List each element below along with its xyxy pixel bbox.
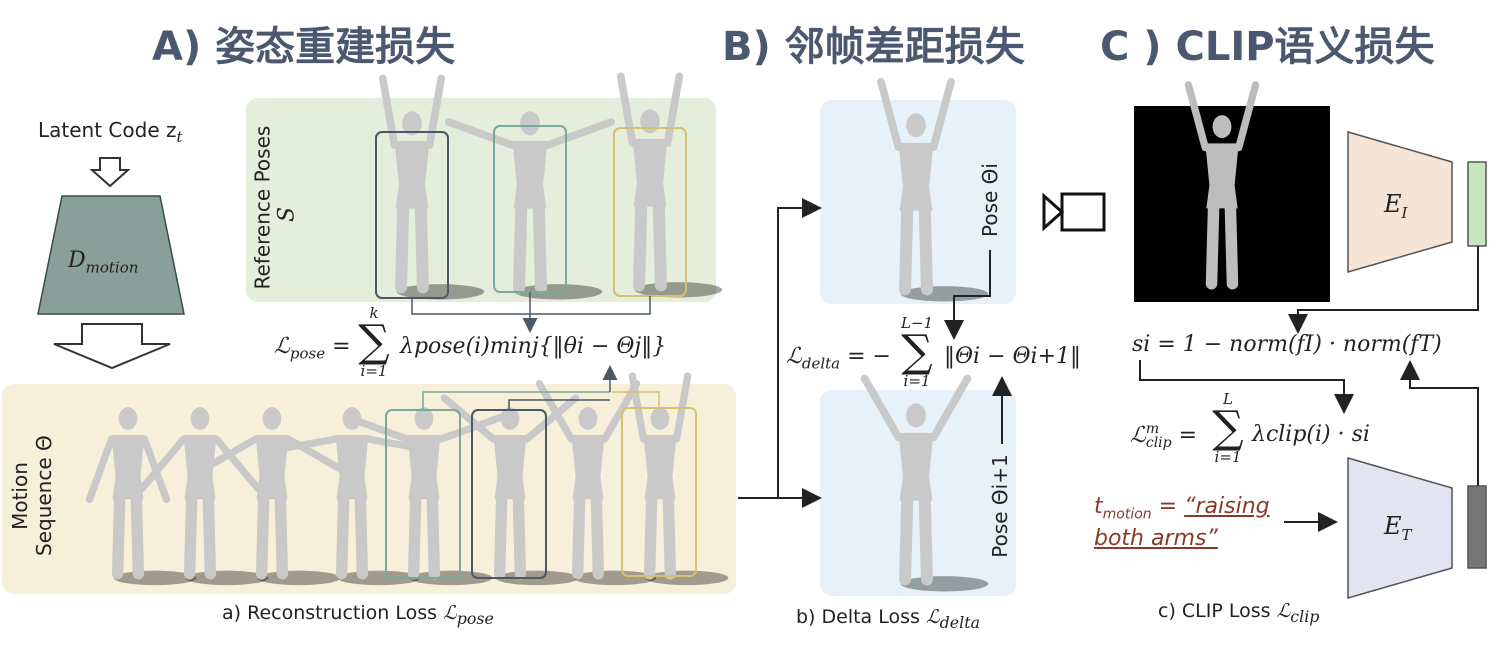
camera-icon xyxy=(1042,192,1106,232)
motion-figure-3 xyxy=(196,407,348,586)
decoder-trapezoid xyxy=(37,195,185,315)
delta-figure-i xyxy=(877,77,989,302)
latent-down-arrow-icon xyxy=(89,157,131,188)
human-figures xyxy=(85,72,989,592)
caption-clip-loss: c) CLIP Loss ℒclip xyxy=(1158,600,1320,626)
motion-figure-5 xyxy=(343,407,505,586)
clip-loss-rhs: λclip(i) · si xyxy=(1252,422,1370,447)
text-prompt: tmotion = “raising xyxy=(1094,494,1270,523)
title-delta-loss: B) 邻帧差距损失 xyxy=(722,24,1025,70)
pose-loss-rhs: λpose(i)minj{‖θi − Θj‖} xyxy=(400,334,667,359)
pose-loss-formula: ℒpose = xyxy=(274,334,351,363)
caption-delta-loss: b) Delta Loss ℒdelta xyxy=(796,606,981,632)
ref-figure-1 xyxy=(378,74,485,300)
ref-figure-2 xyxy=(444,111,616,300)
motion-figure-2 xyxy=(138,407,269,586)
motion-figure-1 xyxy=(85,407,197,586)
title-clip-loss: C ) CLIP语义损失 xyxy=(1100,24,1435,70)
motion-figure-7 xyxy=(535,379,657,586)
delta-figure-i1 xyxy=(860,374,989,592)
clip-sum-symbol: L ∑ i=1 xyxy=(1212,390,1244,466)
motion-figure-4 xyxy=(268,407,436,586)
delta-loss-formula: ℒdelta = − xyxy=(786,344,891,373)
delta-sum-symbol: L−1 ∑ i=1 xyxy=(900,314,934,390)
motion-figure-6 xyxy=(440,394,580,586)
text-encoder xyxy=(1347,457,1453,599)
decoder-label: Dmotion xyxy=(68,248,139,277)
text-prompt-line2: both arms” xyxy=(1094,526,1218,551)
title-pose-loss: A) 姿态重建损失 xyxy=(152,24,456,70)
text-encoder-label: ET xyxy=(1384,512,1412,544)
delta-loss-rhs: ‖Θi − Θi+1‖ xyxy=(944,344,1081,369)
image-encoder xyxy=(1347,131,1453,273)
similarity-formula: si = 1 − norm(fI) · norm(fT) xyxy=(1132,332,1442,357)
image-embedding xyxy=(1467,161,1487,247)
clip-rendered-figure xyxy=(1184,81,1260,290)
caption-reconstruction-loss: a) Reconstruction Loss ℒpose xyxy=(222,602,494,628)
latent-code-label: Latent Code zt xyxy=(38,118,183,146)
text-embedding xyxy=(1467,485,1487,569)
decoder-output-arrow-icon xyxy=(53,323,171,370)
ref-figure-3 xyxy=(616,72,723,298)
pose-sum-symbol: k ∑ i=1 xyxy=(358,304,390,380)
image-encoder-label: EI xyxy=(1384,190,1408,222)
